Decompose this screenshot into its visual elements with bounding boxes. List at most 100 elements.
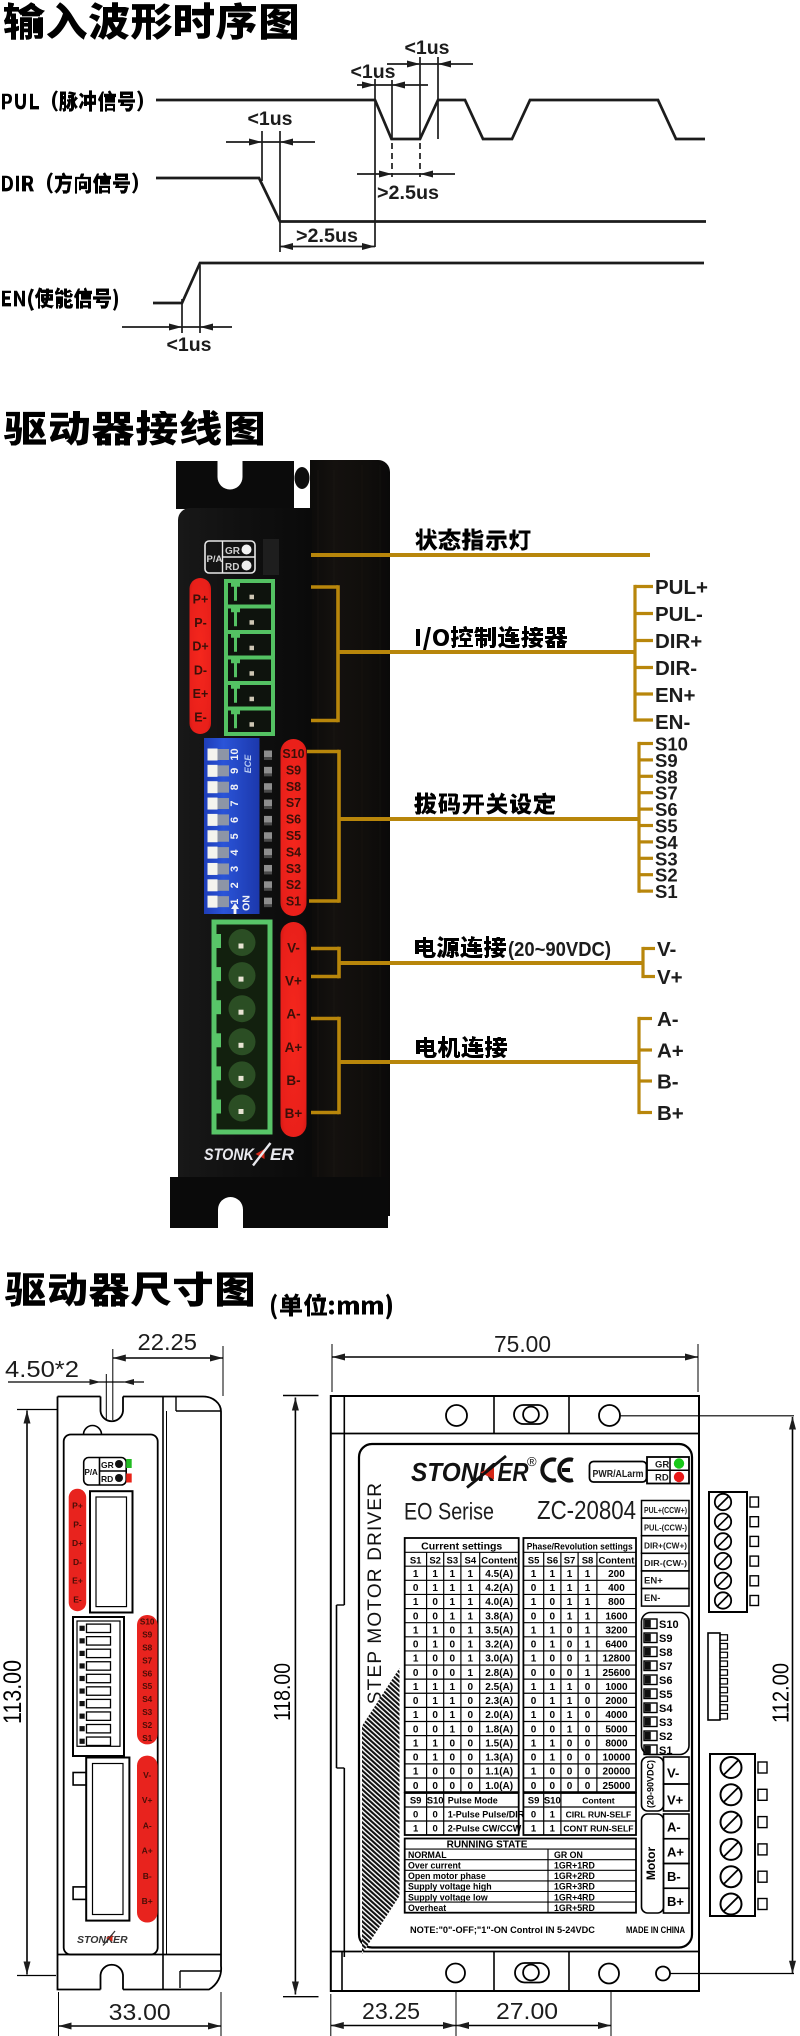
svg-text:E-: E- <box>73 1595 82 1605</box>
svg-text:S1: S1 <box>286 895 301 909</box>
svg-text:S5: S5 <box>286 829 301 843</box>
svg-text:0: 0 <box>468 1710 474 1721</box>
svg-text:EN+: EN+ <box>644 1576 663 1587</box>
svg-text:0: 0 <box>567 1767 573 1778</box>
svg-text:0: 0 <box>413 1724 419 1735</box>
svg-text:1: 1 <box>531 1654 537 1665</box>
svg-text:E+: E+ <box>72 1576 83 1586</box>
svg-text:8: 8 <box>229 784 241 790</box>
svg-text:1: 1 <box>585 1668 591 1679</box>
svg-text:0: 0 <box>550 1781 556 1792</box>
svg-text:1: 1 <box>432 1625 438 1636</box>
svg-text:4000: 4000 <box>605 1710 628 1721</box>
svg-text:>2.5us: >2.5us <box>296 225 358 247</box>
svg-text:10000: 10000 <box>603 1753 631 1764</box>
svg-text:0: 0 <box>450 1625 456 1636</box>
svg-text:NOTE:"0"-OFF;"1"-ON Control I: NOTE:"0"-OFF;"1"-ON Control IN 5-24VDC <box>410 1925 595 1935</box>
svg-text:RD: RD <box>225 562 239 573</box>
svg-text:1: 1 <box>468 1597 474 1608</box>
svg-text:P+: P+ <box>72 1501 83 1511</box>
svg-text:<1us: <1us <box>351 62 396 83</box>
svg-text:S4: S4 <box>142 1695 152 1704</box>
svg-text:3.8(A): 3.8(A) <box>485 1611 513 1622</box>
svg-text:0: 0 <box>433 1824 438 1835</box>
svg-text:200: 200 <box>608 1569 625 1580</box>
svg-text:22.25: 22.25 <box>138 1329 198 1355</box>
svg-text:0: 0 <box>531 1696 537 1707</box>
svg-text:1: 1 <box>450 1597 456 1608</box>
svg-text:1: 1 <box>585 1654 591 1665</box>
svg-text:1600: 1600 <box>605 1611 628 1622</box>
svg-text:1: 1 <box>229 899 241 905</box>
svg-text:S8: S8 <box>142 1644 152 1653</box>
svg-text:S2: S2 <box>655 865 678 886</box>
svg-text:S4: S4 <box>655 832 678 853</box>
svg-text:1: 1 <box>468 1611 474 1622</box>
svg-text:1: 1 <box>585 1640 591 1651</box>
svg-text:0: 0 <box>432 1767 438 1778</box>
svg-text:S1: S1 <box>659 1745 672 1757</box>
svg-text:S10: S10 <box>659 1619 679 1631</box>
svg-text:4.0(A): 4.0(A) <box>485 1597 513 1608</box>
svg-text:D-: D- <box>194 663 207 677</box>
svg-text:P-: P- <box>73 1519 82 1529</box>
svg-text:1: 1 <box>413 1569 419 1580</box>
svg-text:1: 1 <box>550 1625 556 1636</box>
svg-text:3.2(A): 3.2(A) <box>485 1640 513 1651</box>
svg-text:1-Pulse Pulse/DIR: 1-Pulse Pulse/DIR <box>448 1810 525 1820</box>
svg-text:S7: S7 <box>564 1555 576 1566</box>
svg-text:0: 0 <box>567 1654 573 1665</box>
svg-text:DIR-: DIR- <box>655 657 697 680</box>
svg-text:S2: S2 <box>142 1721 152 1730</box>
svg-text:RD: RD <box>655 1473 669 1484</box>
svg-text:1: 1 <box>531 1738 537 1749</box>
svg-text:PUL-: PUL- <box>655 603 703 626</box>
svg-text:0: 0 <box>450 1640 456 1651</box>
svg-text:PUL+(CCW+): PUL+(CCW+) <box>644 1506 687 1515</box>
svg-text:118.00: 118.00 <box>269 1663 295 1721</box>
svg-text:1: 1 <box>567 1611 573 1622</box>
svg-text:1: 1 <box>567 1724 573 1735</box>
svg-text:S3: S3 <box>286 862 301 876</box>
svg-text:0: 0 <box>531 1640 537 1651</box>
svg-text:0: 0 <box>450 1654 456 1665</box>
svg-text:D+: D+ <box>192 640 208 654</box>
svg-text:2-Pulse CW/CCW: 2-Pulse CW/CCW <box>448 1824 522 1834</box>
svg-text:1: 1 <box>413 1738 419 1749</box>
svg-text:(20-90VDC): (20-90VDC) <box>646 1760 656 1808</box>
svg-text:7: 7 <box>229 800 241 806</box>
svg-text:ER: ER <box>113 1934 128 1946</box>
svg-text:S1: S1 <box>142 1734 152 1743</box>
svg-text:1: 1 <box>432 1569 438 1580</box>
svg-text:0: 0 <box>585 1738 591 1749</box>
svg-text:PWR/ALarm: PWR/ALarm <box>593 1468 644 1480</box>
svg-text:1GR+1RD: 1GR+1RD <box>554 1861 595 1871</box>
svg-text:0: 0 <box>567 1625 573 1636</box>
svg-text:2000: 2000 <box>605 1696 628 1707</box>
svg-text:B-: B- <box>143 1871 152 1881</box>
svg-text:1: 1 <box>585 1597 591 1608</box>
svg-text:0: 0 <box>585 1781 591 1792</box>
svg-text:1: 1 <box>567 1682 573 1693</box>
svg-text:1: 1 <box>550 1824 556 1835</box>
svg-text:V-: V- <box>657 938 676 961</box>
svg-text:1: 1 <box>531 1682 537 1693</box>
svg-text:0: 0 <box>567 1668 573 1679</box>
svg-text:1: 1 <box>550 1640 556 1651</box>
svg-text:S7: S7 <box>142 1656 152 1665</box>
svg-text:0: 0 <box>413 1611 419 1622</box>
svg-text:DIR+: DIR+ <box>655 630 702 653</box>
svg-text:0: 0 <box>531 1781 537 1792</box>
svg-text:20000: 20000 <box>603 1767 631 1778</box>
svg-text:0: 0 <box>432 1597 438 1608</box>
svg-text:Over current: Over current <box>408 1861 461 1871</box>
svg-text:0: 0 <box>468 1682 474 1693</box>
svg-text:A+: A+ <box>657 1039 684 1062</box>
svg-text:1GR+2RD: 1GR+2RD <box>554 1871 595 1881</box>
svg-text:NORMAL: NORMAL <box>408 1850 447 1860</box>
svg-text:1: 1 <box>550 1696 556 1707</box>
svg-text:2.5(A): 2.5(A) <box>485 1682 513 1693</box>
svg-text:1: 1 <box>585 1625 591 1636</box>
svg-text:S5: S5 <box>655 816 678 837</box>
svg-text:GR: GR <box>225 546 241 557</box>
